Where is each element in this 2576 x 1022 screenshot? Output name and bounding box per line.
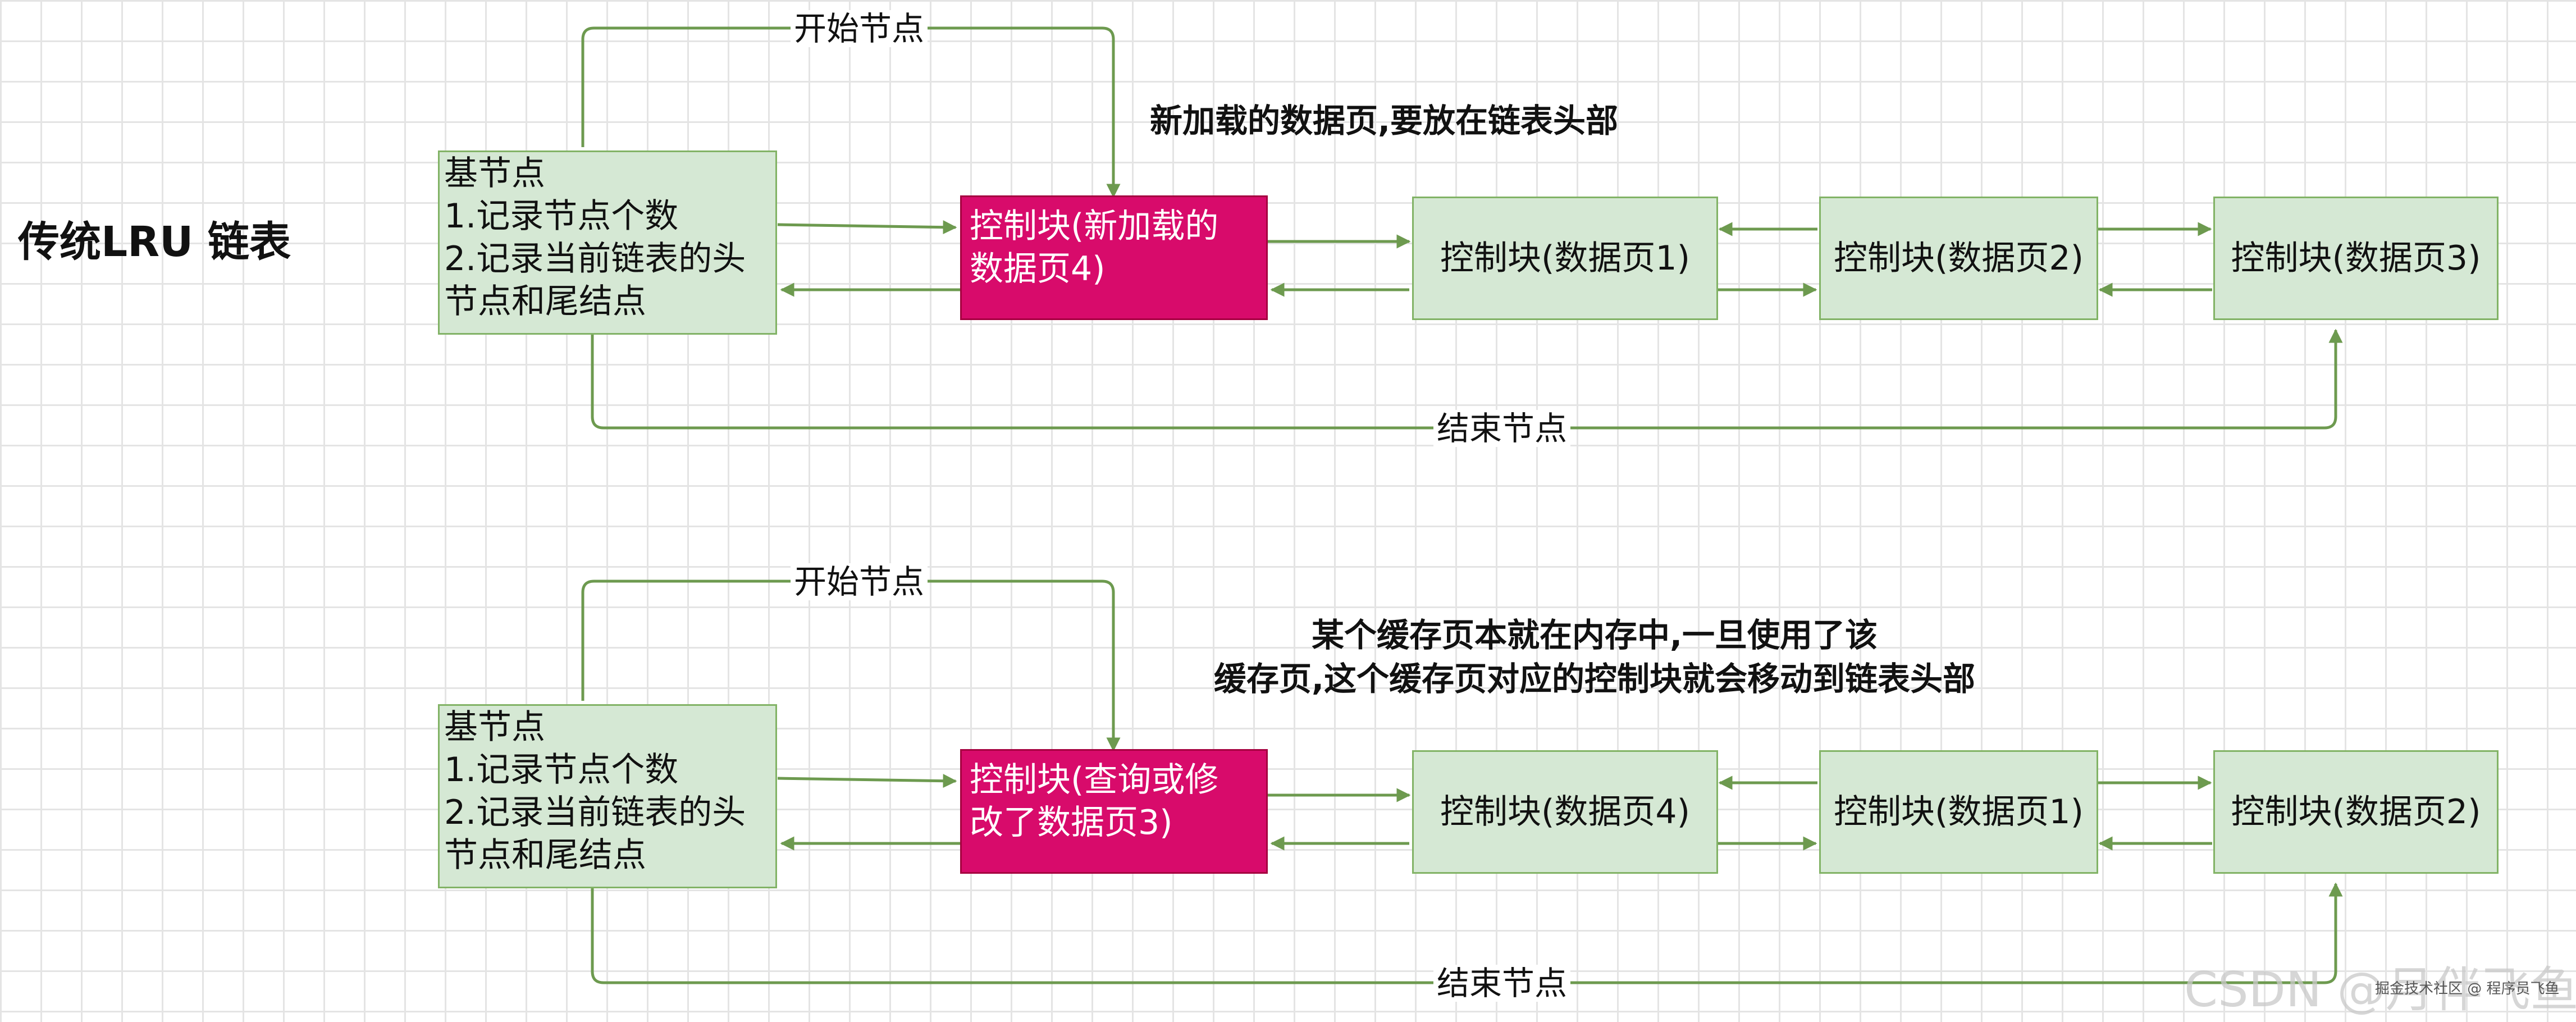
base-to-head-arrow-2 (777, 774, 957, 788)
start-node-label: 开始节点 (790, 10, 928, 47)
control-block-node: 控制块(数据页3) (2213, 197, 2499, 320)
base-node-line: 1.记录节点个数 (444, 750, 679, 790)
base-node-line: 节点和尾结点 (444, 282, 646, 321)
annotation-note: 某个缓存页本就在内存中,一旦使用了该 缓存页,这个缓存页对应的控制块就会移动到链… (1213, 616, 1976, 698)
base-node-line: 2.记录当前链表的头 (444, 793, 746, 832)
control-block-node: 控制块(数据页1) (1819, 750, 2098, 874)
base-node-line: 节点和尾结点 (444, 836, 646, 875)
base-node-title: 基节点 (444, 154, 545, 193)
end-node-label: 结束节点 (1433, 410, 1571, 447)
base-to-head-arrow-1 (777, 220, 957, 235)
base-node-line: 1.记录节点个数 (444, 197, 679, 236)
csdn-watermark: CSDN @月伴飞鱼 (2184, 962, 2576, 1018)
start-node-label: 开始节点 (790, 563, 928, 600)
juejin-watermark: 掘金技术社区 @ 程序员飞鱼 (2375, 980, 2560, 997)
base-node: 基节点 1.记录节点个数 2.记录当前链表的头 节点和尾结点 (438, 150, 777, 335)
head-control-block: 控制块(查询或修 改了数据页3) (960, 749, 1268, 874)
base-node-title: 基节点 (444, 708, 545, 747)
diagram-title: 传统LRU 链表 (18, 218, 291, 266)
annotation-note: 新加载的数据页,要放在链表头部 (1150, 102, 1619, 140)
control-block-node: 控制块(数据页4) (1412, 750, 1718, 874)
control-block-node: 控制块(数据页2) (1819, 197, 2098, 320)
base-node-line: 2.记录当前链表的头 (444, 239, 746, 279)
head-control-block: 控制块(新加载的 数据页4) (960, 195, 1268, 320)
end-node-label: 结束节点 (1433, 965, 1571, 1002)
control-block-node: 控制块(数据页2) (2213, 750, 2499, 874)
control-block-node: 控制块(数据页1) (1412, 197, 1718, 320)
base-node: 基节点 1.记录节点个数 2.记录当前链表的头 节点和尾结点 (438, 704, 777, 888)
